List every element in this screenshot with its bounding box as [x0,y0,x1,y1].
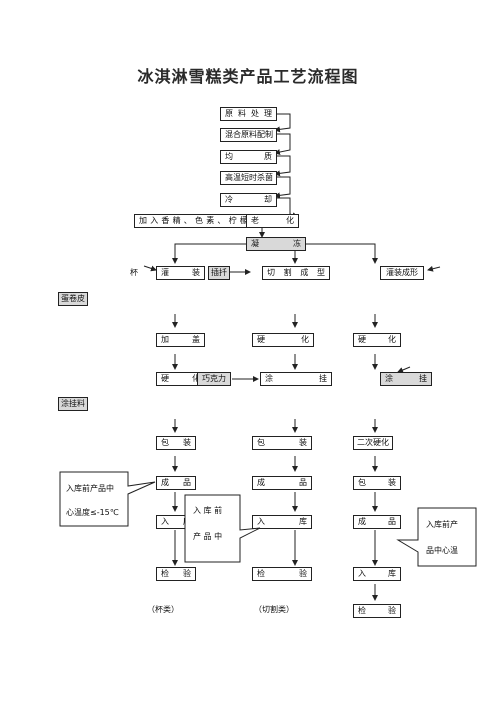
left-callout-shape [59,471,156,527]
step-cone-coat: 涂 挂 [380,372,432,386]
step-insert-stick: 插扦 [208,266,230,280]
cup-label: 杯 [130,268,138,277]
step-freeze: 凝 冻 [246,237,306,251]
step-cone-inspect: 检 验 [353,604,401,618]
step-cone-pack: 包 装 [353,476,401,490]
step-cut-store: 入 库 [252,515,312,529]
right-callout-shape [396,507,477,567]
chocolate-box: 巧克力 [197,372,231,386]
mid-callout-shape [184,494,261,563]
mid-callout-line2: 产 品 中 [193,532,223,541]
step-cup-lid: 加 盖 [156,333,205,347]
left-callout-line1: 入库前产品中 [66,484,114,493]
step-cone-product: 成 品 [353,515,401,529]
right-callout-line2: 品中心温 [426,546,458,555]
step-fill: 灌 装 [156,266,205,280]
step-cone-second-harden: 二次硬化 [353,436,393,450]
step-cup-product: 成 品 [156,476,196,490]
step-cone-fill: 灌装成形 [380,266,424,280]
step-sterilize: 高温短时杀菌 [220,171,277,185]
step-cup-harden: 硬 化 [156,372,205,386]
mid-callout-line1: 入 库 前 [193,506,223,515]
cut-type-label: （切割类） [254,605,294,614]
step-cut-product: 成 品 [252,476,312,490]
step-cut-coat: 涂 挂 [260,372,332,386]
step-cone-harden: 硬 化 [353,333,401,347]
step-cool: 冷 却 [220,193,277,207]
page-title: 冰淇淋雪糕类产品工艺流程图 [137,67,359,86]
cup-type-label: （杯类） [147,605,179,614]
step-cup-pack: 包 装 [156,436,196,450]
step-raw-material: 原 料 处 理 [220,107,277,121]
coating-material-box: 涂挂料 [58,397,88,411]
step-mix-preparation: 混合原料配制 [220,128,277,142]
step-cut-pack: 包 装 [252,436,312,450]
step-cup-inspect: 检 验 [156,567,196,581]
step-cut-harden: 硬 化 [252,333,314,347]
right-callout-line1: 入库前产 [426,520,458,529]
left-callout-line2: 心温度≤-15℃ [66,508,119,517]
step-cut-inspect: 检 验 [252,567,312,581]
step-cut-shape: 切 割 成 型 [262,266,330,280]
cone-skin-box: 蛋卷皮 [58,292,88,306]
step-homogenize: 均 质 [220,150,277,164]
step-aging: 老 化 [246,214,299,228]
step-cone-store: 入 库 [353,567,401,581]
